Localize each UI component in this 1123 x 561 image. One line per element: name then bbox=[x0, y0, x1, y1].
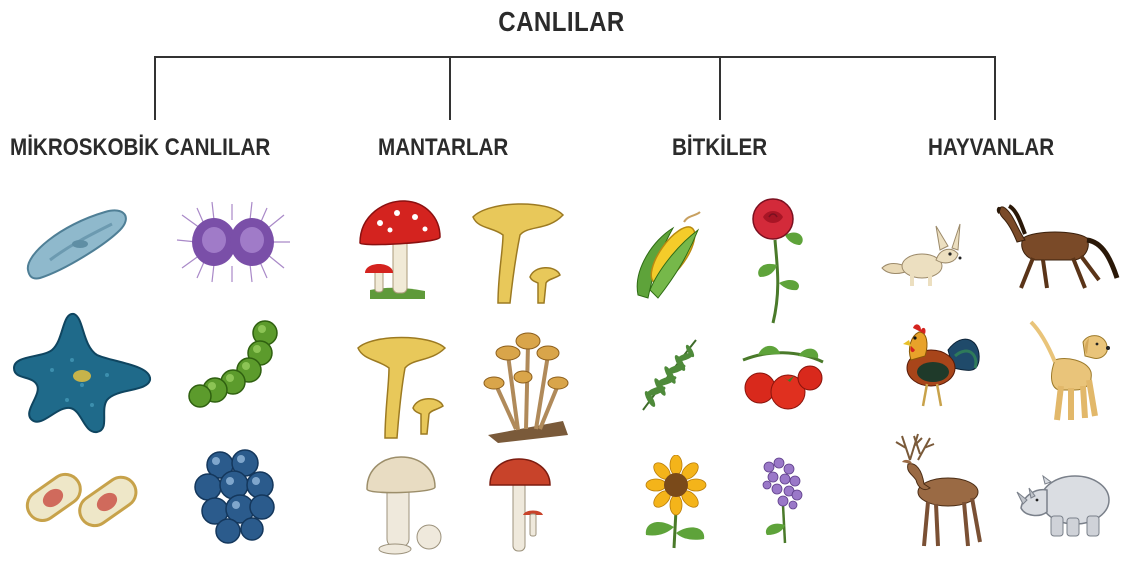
lilac-icon bbox=[762, 457, 803, 544]
category-mantarlar: MANTARLAR bbox=[378, 134, 509, 161]
deer-icon bbox=[895, 433, 982, 547]
red-toadstool-icon bbox=[359, 200, 441, 299]
purple-bacterium-icon bbox=[176, 201, 290, 283]
category-hayvanlar: HAYVANLAR bbox=[928, 134, 1055, 161]
rhino-icon bbox=[1016, 474, 1110, 537]
horse-icon bbox=[996, 204, 1120, 289]
sunflower-icon bbox=[645, 455, 707, 549]
category-mikroskobik-canlilar: MİKROSKOBİK CANLILAR bbox=[10, 134, 271, 161]
tomato-icon bbox=[742, 345, 824, 410]
rooster-icon bbox=[903, 324, 980, 407]
red-cap-mushroom-icon bbox=[489, 458, 551, 552]
yellow-chanterelle-icon bbox=[357, 336, 447, 439]
category-bitkiler: BİTKİLER bbox=[672, 134, 768, 161]
fox-icon bbox=[881, 223, 962, 286]
fern-icon bbox=[642, 339, 697, 411]
white-mushroom-icon bbox=[366, 456, 442, 555]
green-chain-bacteria-icon bbox=[188, 320, 278, 408]
yellow-chanterelle-icon bbox=[472, 203, 565, 304]
corn-icon bbox=[636, 211, 701, 299]
paramecium-icon bbox=[26, 209, 127, 280]
amoeba-icon bbox=[12, 313, 151, 434]
rose-icon bbox=[752, 198, 803, 324]
mushroom-cluster-icon bbox=[483, 332, 569, 443]
diagram-title: CANLILAR bbox=[498, 6, 625, 37]
capsule-bacteria-icon bbox=[25, 472, 138, 528]
dog-icon bbox=[1029, 320, 1110, 421]
blue-cell-cluster-icon bbox=[194, 449, 275, 544]
